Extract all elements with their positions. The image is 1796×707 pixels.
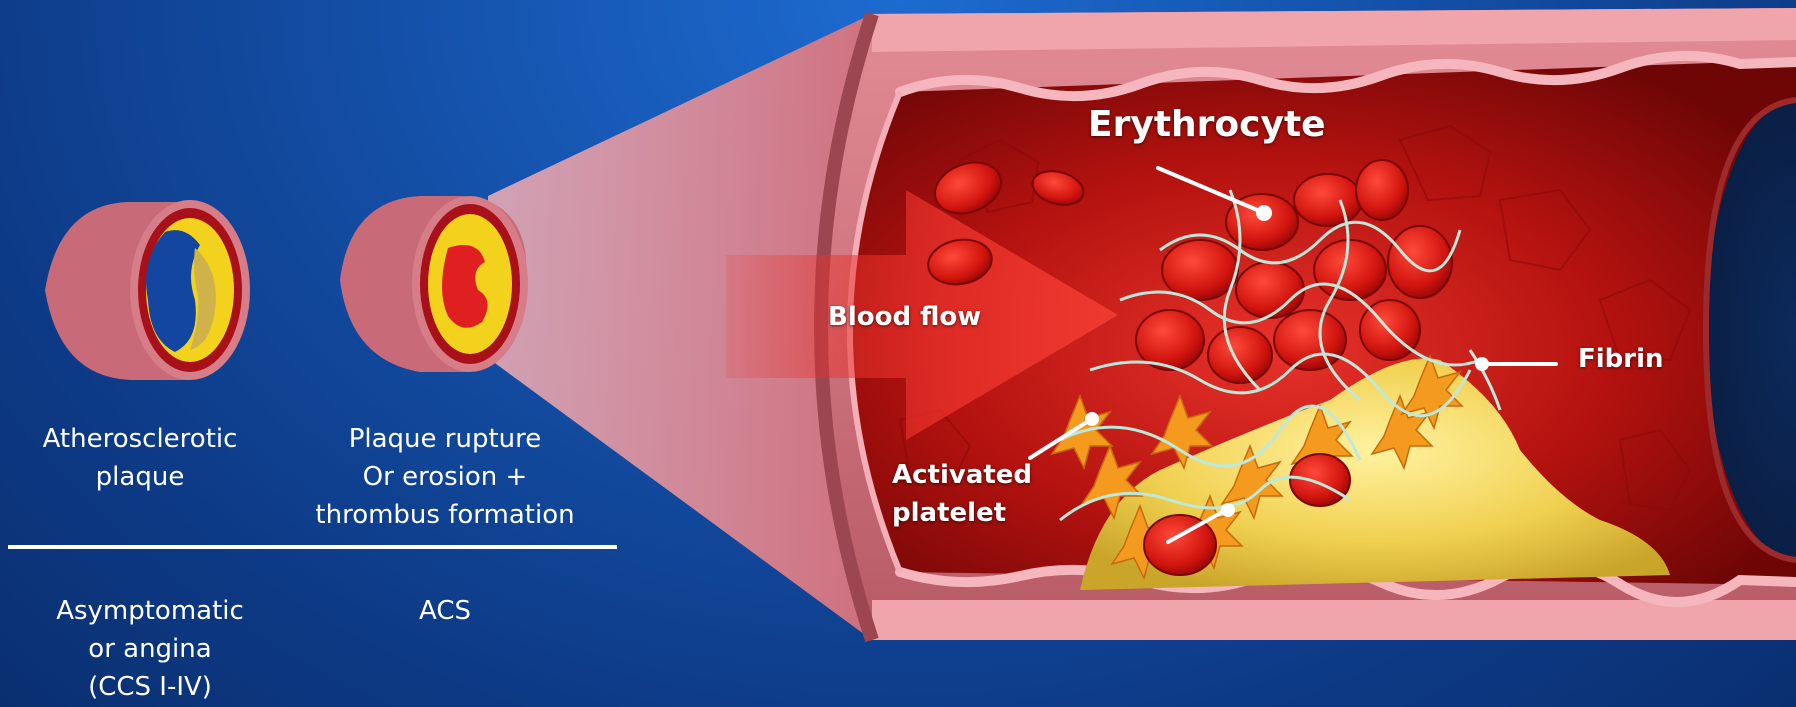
caption-divider — [8, 545, 617, 549]
atherosclerotic-vessel — [45, 200, 250, 380]
activated-platelet-label-line1: Activated — [892, 456, 1032, 494]
blood-flow-label: Blood flow — [828, 302, 981, 332]
activated-platelet-label: Activated platelet — [892, 456, 1032, 532]
rupture-caption-line1: Plaque rupture — [305, 420, 585, 458]
rupture-caption: Plaque rupture Or erosion + thrombus for… — [305, 420, 585, 534]
rupture-caption-line2: Or erosion + — [305, 458, 585, 496]
atherosclerotic-caption-line1: Atherosclerotic — [20, 420, 260, 458]
rupture-vessel — [340, 196, 528, 372]
activated-platelet-label-line2: platelet — [892, 494, 1032, 532]
atherosclerotic-caption-line2: plaque — [20, 458, 260, 496]
asymptomatic-caption-line3: (CCS I-IV) — [30, 668, 270, 706]
asymptomatic-caption-line1: Asymptomatic — [30, 592, 270, 630]
rupture-caption-line3: thrombus formation — [305, 496, 585, 534]
acs-caption: ACS — [385, 592, 505, 630]
asymptomatic-caption: Asymptomatic or angina (CCS I-IV) — [30, 592, 270, 706]
erythrocyte-label: Erythrocyte — [1088, 104, 1326, 145]
atherosclerotic-caption: Atherosclerotic plaque — [20, 420, 260, 496]
asymptomatic-caption-line2: or angina — [30, 630, 270, 668]
fibrin-label: Fibrin — [1578, 344, 1664, 374]
